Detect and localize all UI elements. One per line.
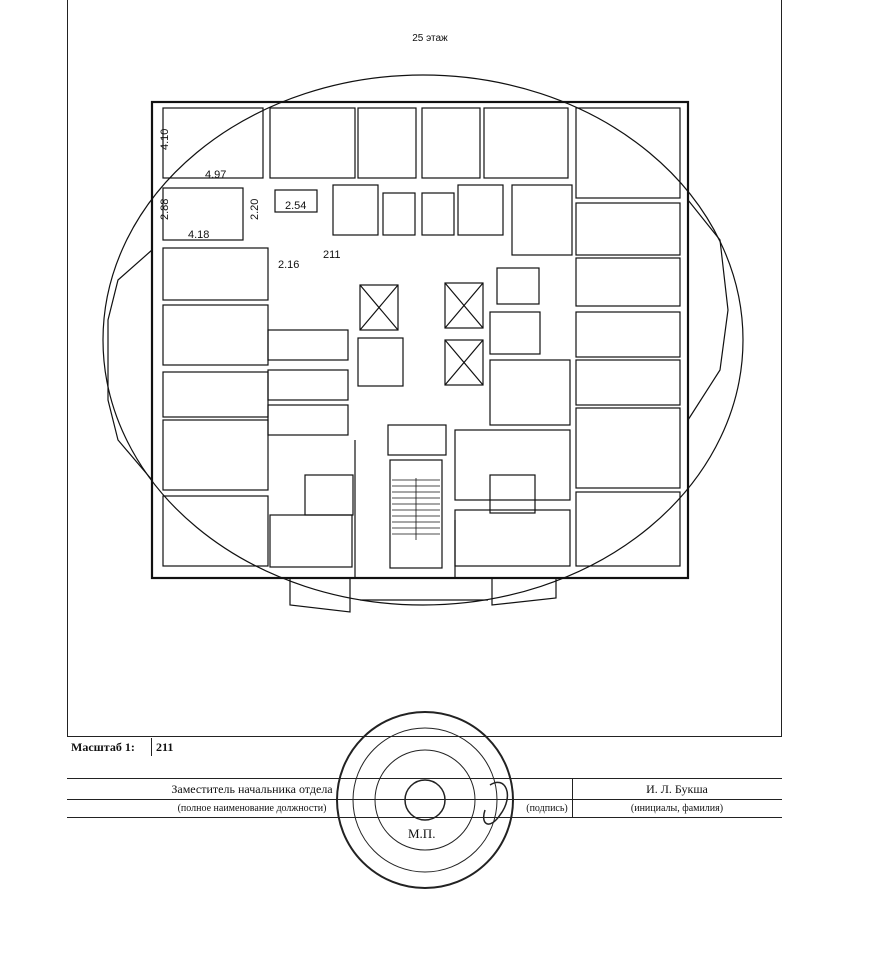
circular-outline — [102, 74, 744, 606]
position-caption: (полное наименование должности) — [177, 803, 327, 814]
room — [483, 107, 569, 179]
bottom-left-bay — [289, 578, 351, 613]
room — [162, 247, 269, 301]
room — [267, 329, 349, 361]
room — [489, 474, 536, 514]
room — [496, 267, 540, 305]
room — [162, 419, 269, 491]
table-divider — [572, 779, 573, 817]
room — [357, 107, 417, 179]
room — [511, 184, 573, 256]
room — [575, 257, 681, 307]
dimension-label: 2.88 — [159, 199, 171, 220]
room — [332, 184, 379, 236]
signature-table: Заместитель начальника отдела (полное на… — [67, 778, 782, 818]
bottom-right-bay — [491, 578, 557, 606]
dimension-label: 2.20 — [249, 199, 261, 220]
room — [269, 514, 353, 568]
scale-row: Масштаб 1: 211 — [67, 737, 173, 757]
lift-shaft — [444, 282, 484, 329]
staircase — [389, 459, 443, 569]
room — [421, 107, 481, 179]
lift-shaft — [359, 284, 399, 331]
room — [274, 189, 318, 213]
official-stamp-seal — [336, 711, 514, 889]
table-divider — [67, 799, 782, 800]
dimension-label: 211 — [323, 249, 341, 261]
room — [421, 192, 455, 236]
room — [575, 311, 681, 358]
signature-caption: (подпись) — [526, 803, 568, 814]
room — [575, 491, 681, 567]
room — [454, 429, 571, 501]
room — [162, 187, 244, 241]
room — [382, 192, 416, 236]
room — [457, 184, 504, 236]
left-bay — [107, 249, 153, 481]
stamp-mark: М.П. — [408, 826, 436, 841]
floor-label: 25 этаж — [412, 33, 448, 44]
building-outline — [150, 100, 690, 580]
room — [162, 304, 269, 366]
scale-label: Масштаб 1: — [67, 738, 152, 756]
room — [267, 404, 349, 436]
dimension-label: 2.54 — [285, 200, 306, 212]
dimension-label: 4.97 — [205, 169, 226, 181]
signer-name: И. Л. Букша — [646, 782, 708, 796]
room — [162, 371, 269, 418]
room — [304, 474, 354, 516]
room — [162, 495, 269, 567]
position-name: Заместитель начальника отдела — [171, 782, 333, 796]
room — [489, 359, 571, 426]
room — [454, 509, 571, 567]
room — [575, 202, 681, 256]
room — [357, 337, 404, 387]
room — [162, 107, 264, 179]
name-caption: (инициалы, фамилия) — [630, 803, 724, 814]
right-bay — [687, 199, 729, 421]
sheet-frame — [67, 0, 782, 737]
room — [267, 369, 349, 401]
dimension-label: 4.18 — [188, 229, 209, 241]
room — [575, 359, 681, 406]
lift-shaft — [444, 339, 484, 386]
room — [575, 107, 681, 199]
scale-value: 211 — [156, 739, 174, 754]
room — [269, 107, 356, 179]
room — [387, 424, 447, 456]
room — [575, 407, 681, 489]
room — [489, 311, 541, 355]
dimension-label: 2.16 — [278, 259, 299, 271]
dimension-label: 4.10 — [159, 129, 171, 150]
